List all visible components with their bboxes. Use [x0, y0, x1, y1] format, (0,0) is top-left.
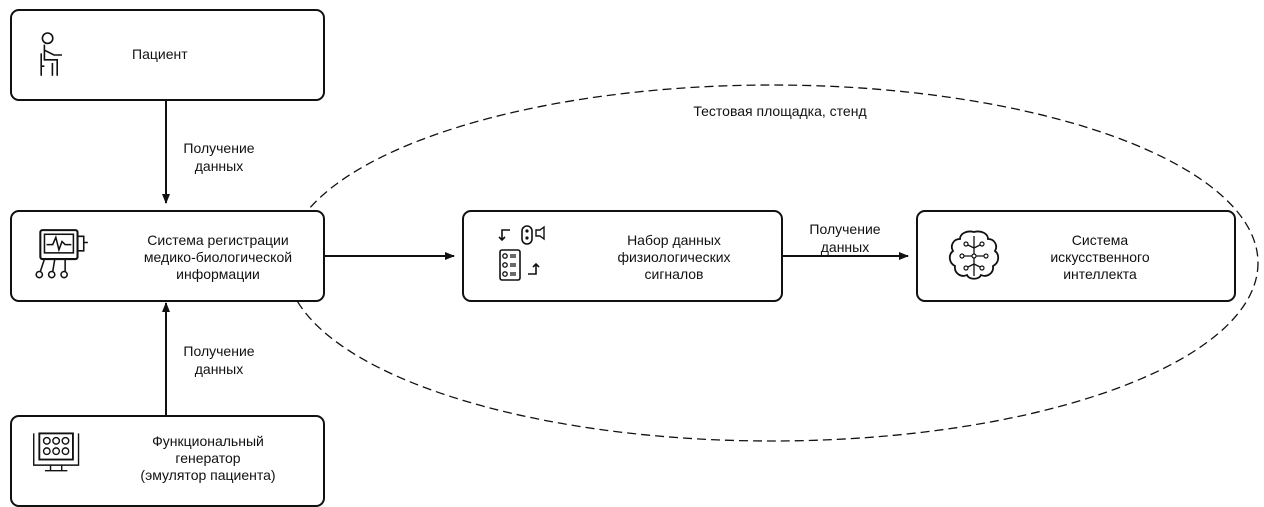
patient-node: Пациент	[10, 9, 325, 101]
region-label: Тестовая площадка, стенд	[693, 103, 867, 119]
ai-system-node: Система искусственного интеллекта	[916, 210, 1236, 302]
dataset-label: Набор данных физиологических сигналов	[617, 232, 731, 282]
dataset-node: Набор данных физиологических сигналов	[462, 210, 783, 302]
edge-label-dataset-to-ai: Получение данных	[809, 221, 881, 255]
edge-label-generator-to-registration: Получение данных	[183, 343, 255, 377]
edge-label-patient-to-registration: Получение данных	[183, 140, 255, 174]
brain-icon	[948, 230, 1000, 280]
dataset-icon	[498, 225, 545, 281]
generator-icon	[33, 432, 80, 472]
ai-system-label: Система искусственного интеллекта	[1050, 232, 1150, 282]
registration-system-label: Система регистрации медико-биологической…	[143, 232, 293, 282]
patient-icon	[40, 32, 62, 76]
generator-node: Функциональный генератор (эмулятор пацие…	[10, 415, 325, 507]
patient-label: Пациент	[132, 46, 188, 62]
generator-label: Функциональный генератор (эмулятор пацие…	[140, 433, 276, 483]
monitor-icon	[35, 229, 88, 279]
registration-system-node: Система регистрации медико-биологической…	[10, 210, 325, 302]
